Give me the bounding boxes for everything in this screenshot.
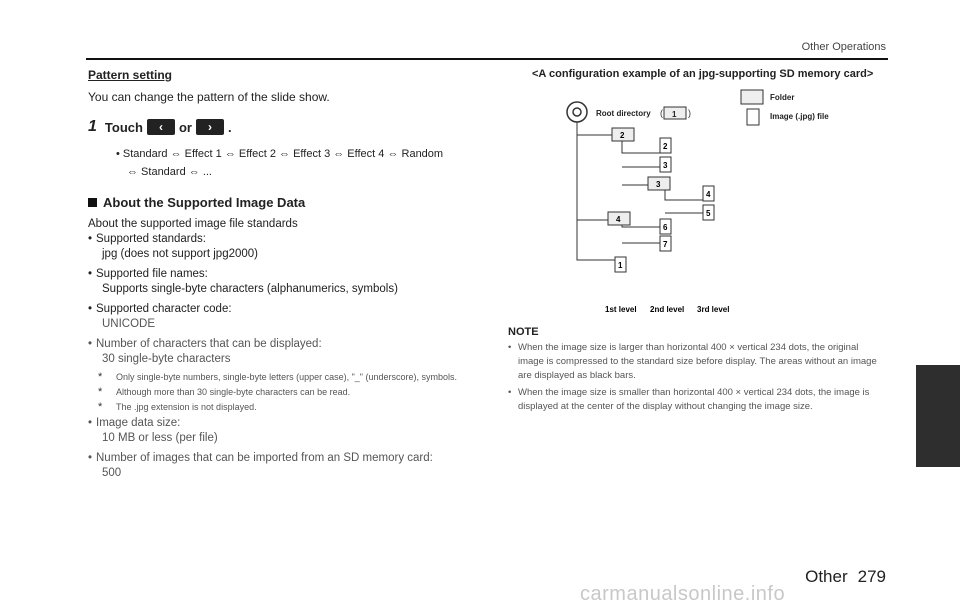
chapter-tab [916,365,960,467]
file-icon [702,204,715,221]
root-paren-close: ) [688,108,691,118]
node-label: 2 [663,142,668,151]
step-1: 1 Touch ‹ or › . [88,118,488,136]
header-rule [86,58,888,60]
pattern-body: You can change the pattern of the slide … [88,90,330,104]
item-value: Supports single-byte characters (alphanu… [102,283,398,295]
left-arrow-icon: ‹ [146,119,175,135]
step-or: or [178,119,192,135]
node-label: 4 [706,190,711,199]
file-icon [659,137,672,154]
node-label: 2 [620,131,625,140]
list-item: Supported file names: Supports single-by… [88,268,488,295]
node-label: 3 [663,161,668,170]
step-end: . [227,119,232,135]
root-num: 1 [672,110,677,119]
page-footer: Other 279 [795,567,886,587]
note-box: NOTE When the image size is larger than … [508,326,878,414]
node-label: 4 [616,215,621,224]
note-heading: NOTE [508,326,539,338]
section-heading: About the Supported Image Data [88,195,488,210]
item-label: Number of images that can be imported fr… [88,452,488,464]
legend-folder-label: Folder [770,93,794,102]
list-item: Number of characters that can be display… [88,338,488,365]
note-bullet: When the image size is larger than horiz… [508,341,878,383]
list-item: Supported character code: UNICODE [88,303,488,330]
list-item: Image data size: 10 MB or less (per file… [88,417,488,444]
file-icon [659,235,672,252]
node-label: 7 [663,240,668,249]
footnote-text: Only single-byte numbers, single-byte le… [116,372,458,382]
level-1-label: 1st level [605,305,637,314]
note-marker: * [98,401,103,413]
item-label: Number of characters that can be display… [88,338,488,350]
item-value: 500 [102,467,122,479]
root-label: Root directory [596,109,651,118]
footnote-text: Although more than 30 single-byte charac… [116,387,351,397]
file-legend-icon [746,108,760,126]
note-marker: * [98,386,103,398]
effects-line-2: ⇔ Standard ⇔ ... [127,166,212,178]
item-value: jpg (does not support jpg2000) [102,248,258,260]
footnote-text: The .jpg extension is not displayed. [116,402,257,412]
footnote: * The .jpg extension is not displayed. [88,401,488,413]
section-heading-text: About the Supported Image Data [103,195,306,210]
level-3-label: 3rd level [697,305,729,314]
root-paren-open: ( [660,108,663,118]
left-column: Pattern setting You can change the patte… [88,68,488,479]
effects-line-1: • Standard ⇔ Effect 1 ⇔ Effect 2 ⇔ Effec… [116,148,444,160]
file-icon [614,256,627,273]
root-drive-icon [566,101,588,123]
folder-icon [607,211,631,226]
item-value: 10 MB or less (per file) [102,432,218,444]
item-label: Supported character code: [88,303,488,315]
list-item: Supported standards: jpg (does not suppo… [88,233,488,260]
node-label: 6 [663,223,668,232]
supported-intro: About the supported image file standards [88,218,298,230]
pattern-title: Pattern setting [88,68,173,82]
step-number: 1 [88,118,97,135]
list-item: Number of images that can be imported fr… [88,452,488,479]
figure-title: <A configuration example of an jpg-suppo… [532,68,874,80]
page-number: 279 [857,567,886,586]
footnote: * Although more than 30 single-byte char… [88,386,488,398]
note-bullet: When the image size is smaller than hori… [508,386,878,414]
legend-file-label: Image (.jpg) file [770,112,829,121]
right-arrow-icon: › [195,119,224,135]
file-icon [702,185,715,202]
footer-label: Other [805,567,848,586]
root-folder-icon [663,106,687,120]
square-bullet-icon [88,198,97,207]
item-label: Supported standards: [88,233,488,245]
watermark: carmanualsonline.info [580,583,786,605]
item-label: Image data size: [88,417,488,429]
effects-list: • Standard ⇔ Effect 1 ⇔ Effect 2 ⇔ Effec… [116,145,488,181]
item-label: Supported file names: [88,268,488,280]
folder-icon [647,176,671,191]
folder-tree-diagram: Root directory ( 1 ) Folder Image (.jpg)… [566,89,829,314]
level-2-label: 2nd level [650,305,684,314]
item-value: 30 single-byte characters [102,353,231,365]
folder-icon [611,127,635,142]
node-label: 5 [706,209,711,218]
file-icon [659,156,672,173]
note-marker: * [98,371,103,383]
item-value: UNICODE [102,318,156,330]
file-icon [659,218,672,235]
node-label: 1 [618,261,623,270]
footnote: * Only single-byte numbers, single-byte … [88,371,488,383]
folder-legend-icon [740,89,764,105]
node-label: 3 [656,180,661,189]
section-header: Other Operations [801,41,886,53]
step-text: Touch [104,119,143,135]
